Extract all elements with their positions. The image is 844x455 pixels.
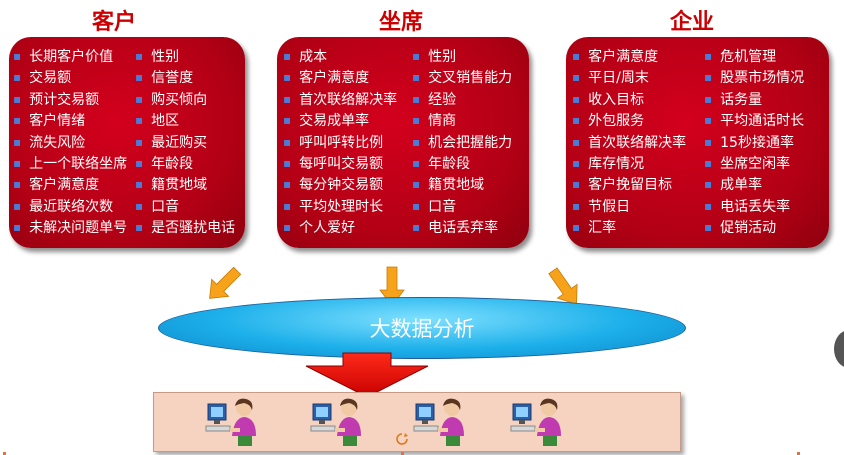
call-center-agent-icon bbox=[510, 398, 561, 446]
list-item: 每呼叫交易额 bbox=[283, 154, 397, 175]
list-item: 电话丢失率 bbox=[704, 197, 804, 218]
list-item: 15秒接通率 bbox=[704, 133, 804, 154]
enterprise-right-list: 危机管理 股票市场情况 话务量 平均通话时长 15秒接通率 坐席空闲率 成单率 … bbox=[704, 47, 804, 240]
list-item: 个人爱好 bbox=[283, 218, 397, 239]
list-item: 购买倾向 bbox=[135, 90, 235, 111]
list-item: 性别 bbox=[412, 47, 512, 68]
rotate-handle-icon[interactable] bbox=[395, 432, 409, 446]
list-item: 汇率 bbox=[572, 218, 686, 239]
list-item: 籍贯地域 bbox=[412, 175, 512, 196]
selection-handle[interactable] bbox=[797, 452, 800, 455]
list-item: 交易成单率 bbox=[283, 111, 397, 132]
down-arrow-icon bbox=[305, 352, 429, 398]
list-item: 每分钟交易额 bbox=[283, 175, 397, 196]
agent-factors-box: 成本 客户满意度 首次联络解决率 交易成单率 呼叫呼转比例 每呼叫交易额 每分钟… bbox=[277, 37, 529, 248]
list-item: 收入目标 bbox=[572, 90, 686, 111]
agent-left-list: 成本 客户满意度 首次联络解决率 交易成单率 呼叫呼转比例 每呼叫交易额 每分钟… bbox=[283, 47, 397, 240]
list-item: 平均通话时长 bbox=[704, 111, 804, 132]
list-item: 客户满意度 bbox=[283, 68, 397, 89]
customer-right-list: 性别 信誉度 购买倾向 地区 最近购买 年龄段 籍贯地域 口音 是否骚扰电话 bbox=[135, 47, 235, 240]
list-item: 成本 bbox=[283, 47, 397, 68]
list-item: 平日/周末 bbox=[572, 68, 686, 89]
big-data-analysis-label: 大数据分析 bbox=[369, 317, 475, 341]
list-item: 籍贯地域 bbox=[135, 175, 235, 196]
customer-factors-box: 长期客户价值 交易额 预计交易额 客户情绪 流失风险 上一个联络坐席 客户满意度… bbox=[9, 37, 245, 248]
section-title-agent: 坐席 bbox=[378, 10, 423, 35]
customer-left-list: 长期客户价值 交易额 预计交易额 客户情绪 流失风险 上一个联络坐席 客户满意度… bbox=[13, 47, 127, 240]
arrow-icon-left bbox=[209, 266, 242, 299]
list-item: 首次联络解决率 bbox=[572, 133, 686, 154]
list-item: 危机管理 bbox=[704, 47, 804, 68]
list-item: 年龄段 bbox=[412, 154, 512, 175]
list-item: 话务量 bbox=[704, 90, 804, 111]
call-center-agent-icon bbox=[205, 398, 256, 446]
list-item: 经验 bbox=[412, 90, 512, 111]
arrow-icon-right bbox=[548, 267, 578, 305]
list-item: 年龄段 bbox=[135, 154, 235, 175]
section-title-enterprise: 企业 bbox=[669, 10, 714, 35]
list-item: 流失风险 bbox=[13, 133, 127, 154]
list-item: 最近联络次数 bbox=[13, 197, 127, 218]
list-item: 长期客户价值 bbox=[13, 47, 127, 68]
list-item: 成单率 bbox=[704, 175, 804, 196]
call-center-agent-icon bbox=[310, 398, 361, 446]
list-item: 口音 bbox=[135, 197, 235, 218]
agent-right-list: 性别 交叉销售能力 经验 情商 机会把握能力 年龄段 籍贯地域 口音 电话丢弃率 bbox=[412, 47, 512, 240]
list-item: 外包服务 bbox=[572, 111, 686, 132]
list-item: 客户满意度 bbox=[13, 175, 127, 196]
list-item: 电话丢弃率 bbox=[412, 218, 512, 239]
list-item: 库存情况 bbox=[572, 154, 686, 175]
list-item: 平均处理时长 bbox=[283, 197, 397, 218]
list-item: 交叉销售能力 bbox=[412, 68, 512, 89]
list-item: 上一个联络坐席 bbox=[13, 154, 127, 175]
list-item: 股票市场情况 bbox=[704, 68, 804, 89]
list-item: 首次联络解决率 bbox=[283, 90, 397, 111]
list-item: 促销活动 bbox=[704, 218, 804, 239]
enterprise-left-list: 客户满意度 平日/周末 收入目标 外包服务 首次联络解决率 库存情况 客户挽留目… bbox=[572, 47, 686, 240]
agents-band bbox=[153, 392, 681, 452]
list-item: 是否骚扰电话 bbox=[135, 218, 235, 239]
selection-handle[interactable] bbox=[401, 452, 404, 455]
list-item: 预计交易额 bbox=[13, 90, 127, 111]
list-item: 客户挽留目标 bbox=[572, 175, 686, 196]
list-item: 节假日 bbox=[572, 197, 686, 218]
enterprise-factors-box: 客户满意度 平日/周末 收入目标 外包服务 首次联络解决率 库存情况 客户挽留目… bbox=[566, 37, 829, 248]
list-item: 呼叫呼转比例 bbox=[283, 133, 397, 154]
list-item: 地区 bbox=[135, 111, 235, 132]
list-item: 机会把握能力 bbox=[412, 133, 512, 154]
list-item: 最近购买 bbox=[135, 133, 235, 154]
section-title-customer: 客户 bbox=[91, 10, 136, 35]
list-item: 情商 bbox=[412, 111, 512, 132]
list-item: 坐席空闲率 bbox=[704, 154, 804, 175]
big-data-analysis-ellipse: 大数据分析 bbox=[158, 297, 686, 359]
list-item: 信誉度 bbox=[135, 68, 235, 89]
list-item: 交易额 bbox=[13, 68, 127, 89]
call-center-agent-icon bbox=[413, 398, 464, 446]
list-item: 客户满意度 bbox=[572, 47, 686, 68]
list-item: 客户情绪 bbox=[13, 111, 127, 132]
list-item: 口音 bbox=[412, 197, 512, 218]
list-item: 性别 bbox=[135, 47, 235, 68]
list-item: 未解决问题单号 bbox=[13, 218, 127, 239]
side-nav-button[interactable] bbox=[834, 330, 844, 368]
selection-handle[interactable] bbox=[3, 452, 6, 455]
